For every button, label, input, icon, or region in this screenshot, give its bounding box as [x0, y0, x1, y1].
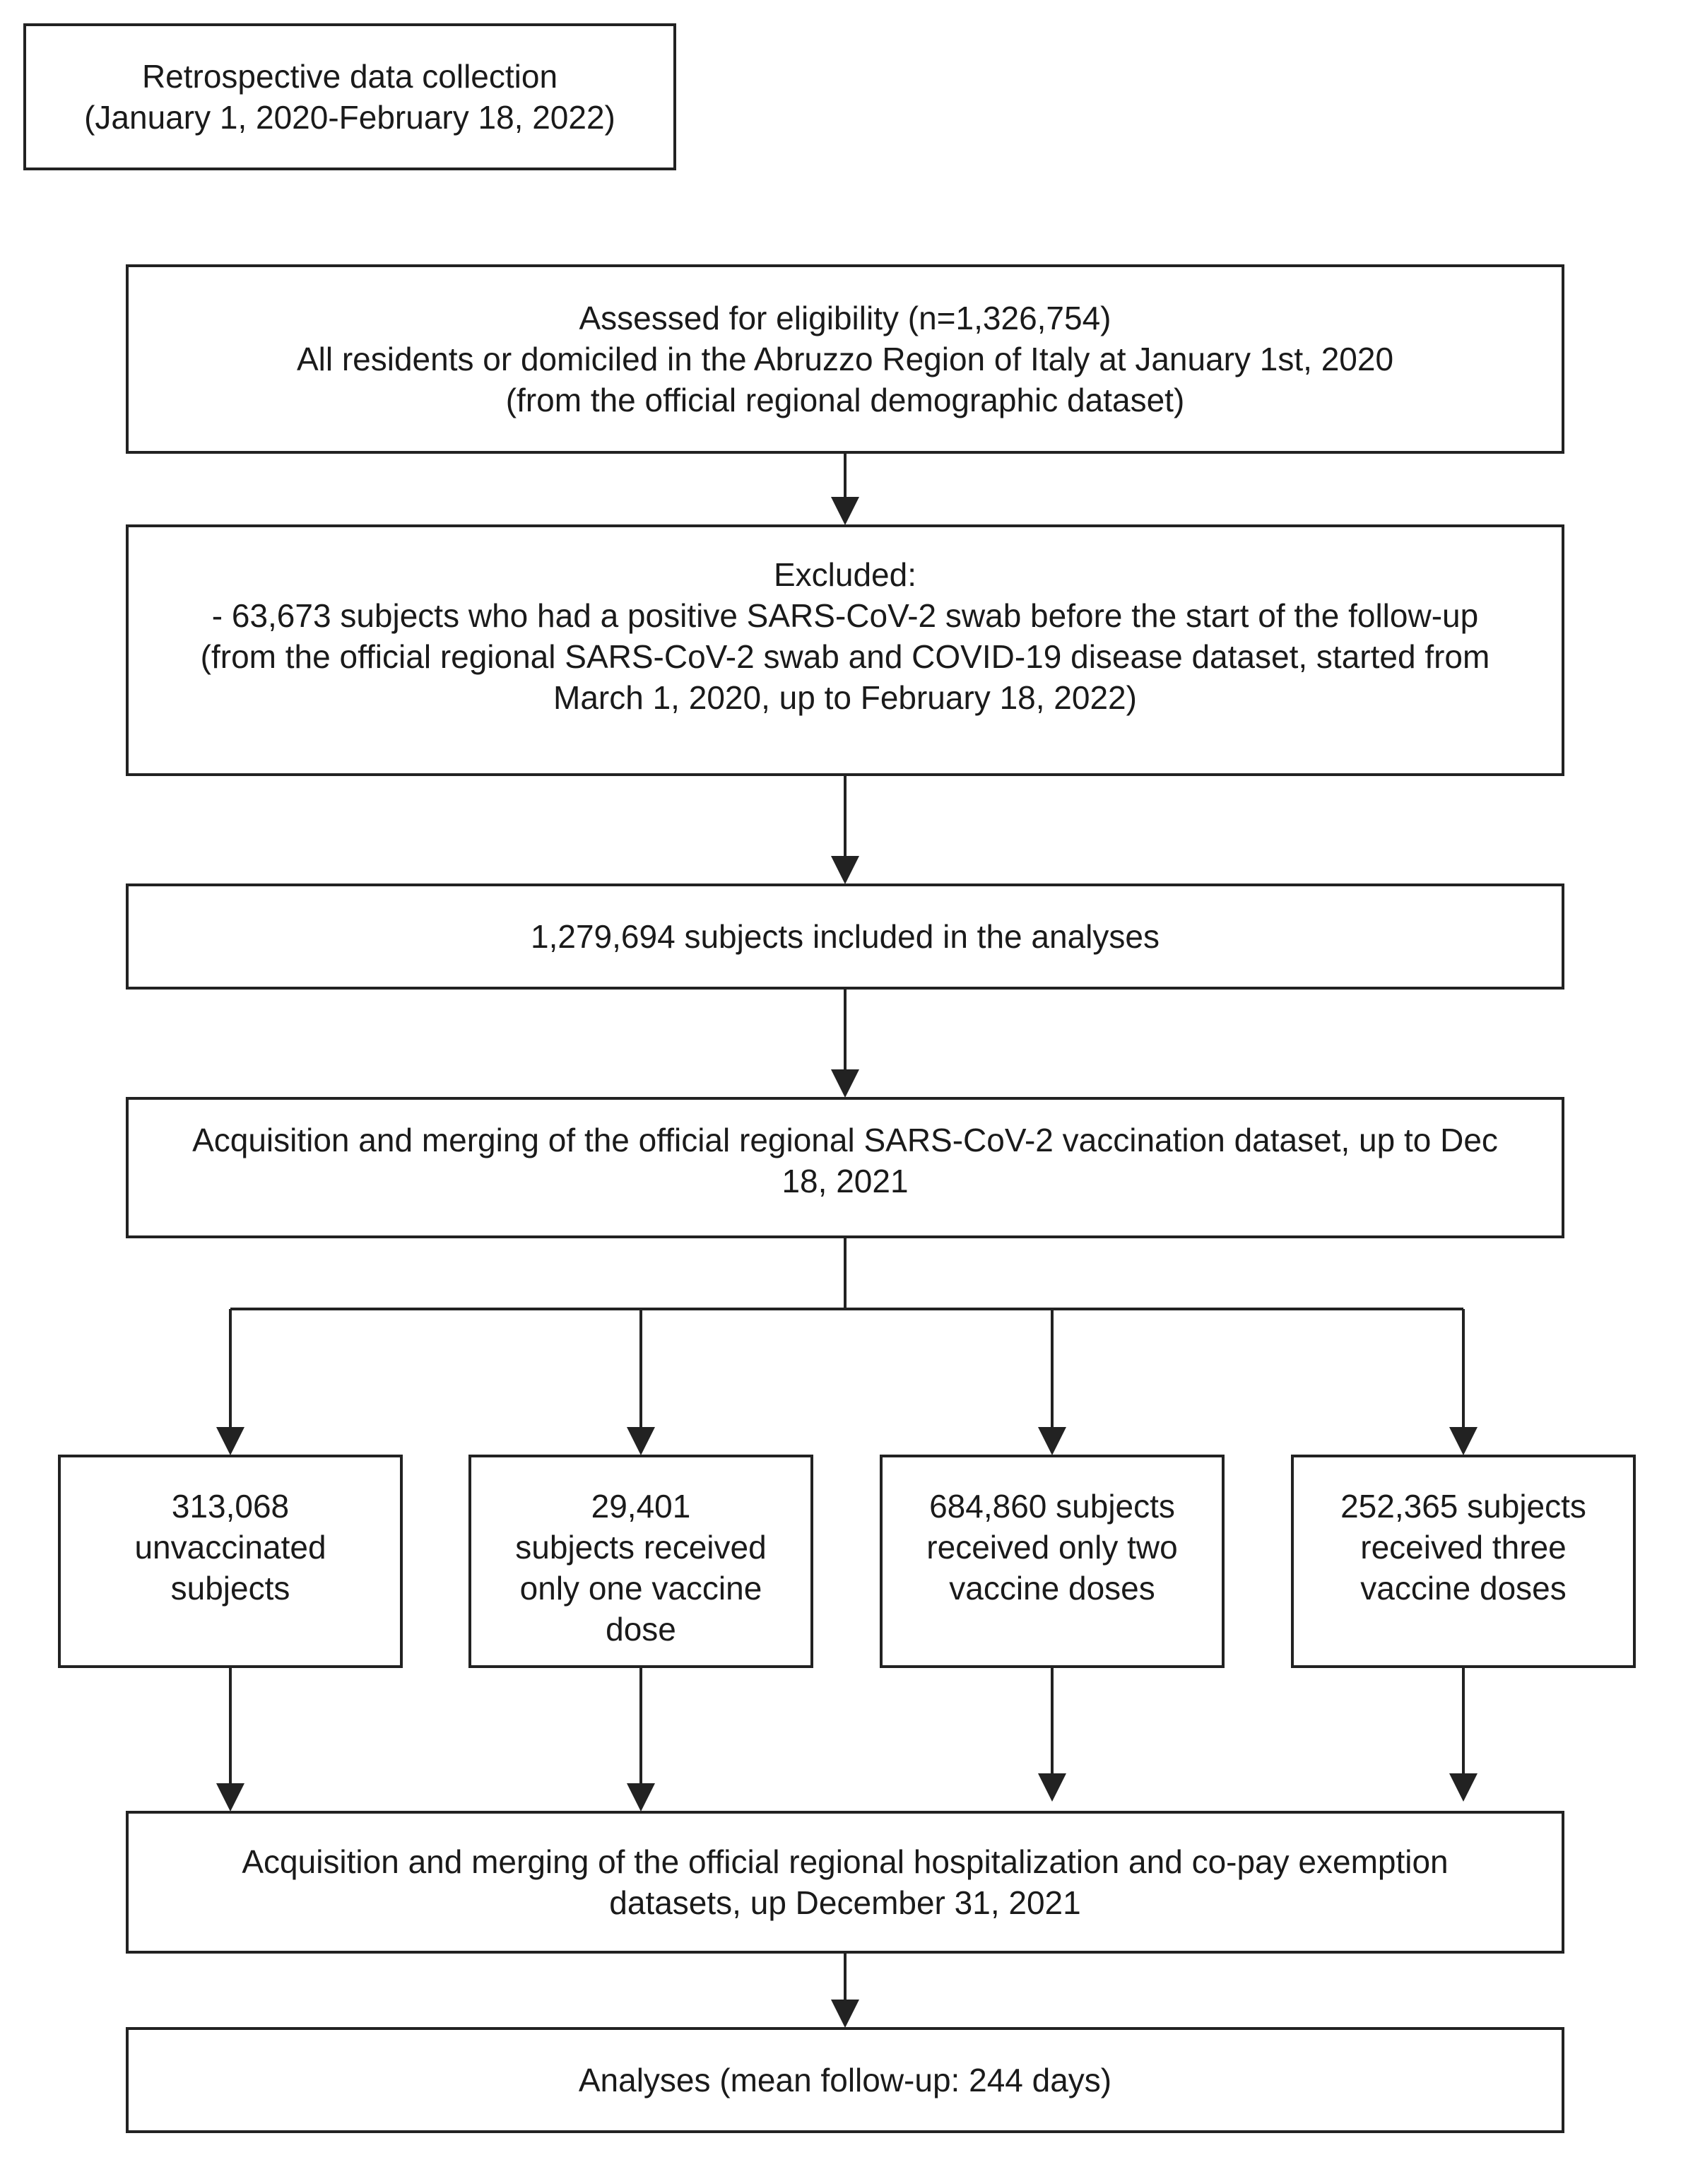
group-one-dose-line-4: dose [606, 1611, 676, 1648]
group-three-doses-line-2: received three [1360, 1529, 1567, 1566]
vaccination-line-2: 18, 2021 [781, 1163, 909, 1199]
vaccination-dataset-box: Acquisition and merging of the official … [126, 1097, 1564, 1238]
group-box-two-doses: 684,860 subjects received only two vacci… [880, 1455, 1225, 1668]
group-two-doses-line-1: 684,860 subjects [929, 1488, 1175, 1525]
group-two-doses-line-3: vaccine doses [949, 1570, 1155, 1607]
group-unvaccinated-line-2: unvaccinated [134, 1529, 326, 1566]
assessed-line-1: Assessed for eligibility (n=1,326,754) [579, 300, 1111, 336]
excluded-line-4: March 1, 2020, up to February 18, 2022) [553, 679, 1137, 716]
analyses-line-1: Analyses (mean follow-up: 244 days) [578, 2062, 1112, 2098]
eligibility-assessment-box: Assessed for eligibility (n=1,326,754) A… [126, 264, 1564, 454]
retrospective-line-1: Retrospective data collection [141, 58, 558, 95]
analyses-box: Analyses (mean follow-up: 244 days) [126, 2027, 1564, 2133]
assessed-line-2: All residents or domiciled in the Abruzz… [296, 341, 1394, 377]
retrospective-line-2: (January 1, 2020-February 18, 2022) [84, 99, 615, 136]
group-two-doses-line-2: received only two [926, 1529, 1178, 1566]
group-three-doses-line-1: 252,365 subjects [1340, 1488, 1586, 1525]
vaccination-line-1: Acquisition and merging of the official … [192, 1122, 1498, 1158]
group-unvaccinated-line-3: subjects [170, 1570, 290, 1607]
included-subjects-box: 1,279,694 subjects included in the analy… [126, 883, 1564, 990]
hospitalization-dataset-box: Acquisition and merging of the official … [126, 1811, 1564, 1954]
group-box-three-doses: 252,365 subjects received three vaccine … [1291, 1455, 1636, 1668]
group-one-dose-line-2: subjects received [515, 1529, 767, 1566]
group-one-dose-line-3: only one vaccine [519, 1570, 762, 1607]
included-line-1: 1,279,694 subjects included in the analy… [531, 918, 1160, 955]
excluded-subjects-box: Excluded: - 63,673 subjects who had a po… [126, 524, 1564, 776]
group-box-unvaccinated: 313,068 unvaccinated subjects [58, 1455, 403, 1668]
group-three-doses-line-3: vaccine doses [1360, 1570, 1567, 1607]
group-unvaccinated-line-1: 313,068 [171, 1488, 290, 1525]
excluded-line-1: Excluded: [773, 556, 916, 593]
assessed-line-3: (from the official regional demographic … [505, 382, 1185, 418]
retrospective-collection-box: Retrospective data collection (January 1… [23, 23, 676, 170]
hospitalization-line-2: datasets, up December 31, 2021 [609, 1884, 1081, 1921]
hospitalization-line-1: Acquisition and merging of the official … [242, 1843, 1449, 1880]
group-box-one-dose: 29,401 subjects received only one vaccin… [468, 1455, 813, 1668]
excluded-line-2: - 63,673 subjects who had a positive SAR… [211, 597, 1479, 634]
group-one-dose-line-1: 29,401 [591, 1488, 691, 1525]
excluded-line-3: (from the official regional SARS-CoV-2 s… [200, 638, 1490, 675]
